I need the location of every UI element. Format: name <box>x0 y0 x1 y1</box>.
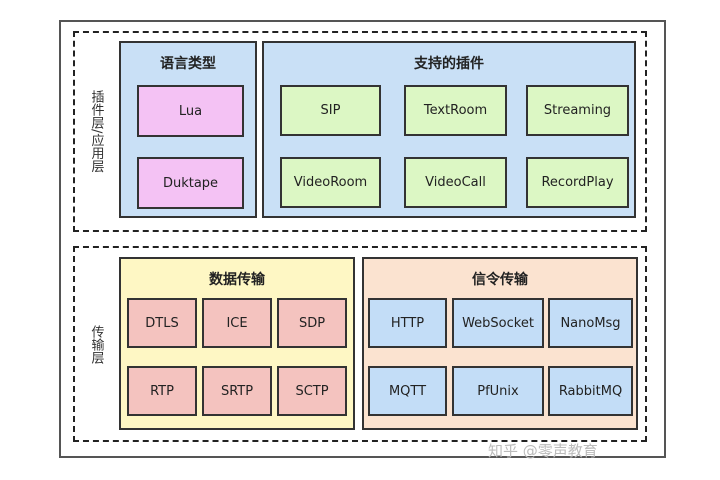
signal-box-nanomsg: NanoMsg <box>548 298 633 348</box>
signaling-transport-title: 信令传输 <box>472 272 528 288</box>
plugin-box-videocall: VideoCall <box>404 157 507 208</box>
data-box-sctp: SCTP <box>277 366 347 416</box>
transport-layer-label: 传输层 <box>88 324 104 364</box>
data-box-dtls: DTLS <box>127 298 197 348</box>
data-box-srtp: SRTP <box>202 366 272 416</box>
language-box-duktape: Duktape <box>137 157 244 209</box>
transport-layer <box>73 246 647 442</box>
signal-box-rabbitmq: RabbitMQ <box>548 366 633 416</box>
data-box-sdp: SDP <box>277 298 347 348</box>
watermark-text: 知乎 @零声教育 <box>488 442 598 460</box>
plugin-box-sip: SIP <box>280 85 381 136</box>
data-transport-title: 数据传输 <box>209 272 265 288</box>
plugin-layer-label: 插件层/应用层 <box>88 89 104 173</box>
plugin-application-layer <box>73 31 647 232</box>
signal-box-websocket: WebSocket <box>452 298 544 348</box>
data-box-rtp: RTP <box>127 366 197 416</box>
signal-box-mqtt: MQTT <box>368 366 447 416</box>
plugin-box-textroom: TextRoom <box>404 85 507 136</box>
language-type-title: 语言类型 <box>160 56 216 72</box>
plugin-box-videoroom: VideoRoom <box>280 157 381 208</box>
signal-box-pfunix: PfUnix <box>452 366 544 416</box>
language-box-lua: Lua <box>137 85 244 137</box>
supported-plugins-title: 支持的插件 <box>414 56 484 72</box>
signal-box-http: HTTP <box>368 298 447 348</box>
plugin-box-streaming: Streaming <box>526 85 629 136</box>
plugin-box-recordplay: RecordPlay <box>526 157 629 208</box>
data-box-ice: ICE <box>202 298 272 348</box>
